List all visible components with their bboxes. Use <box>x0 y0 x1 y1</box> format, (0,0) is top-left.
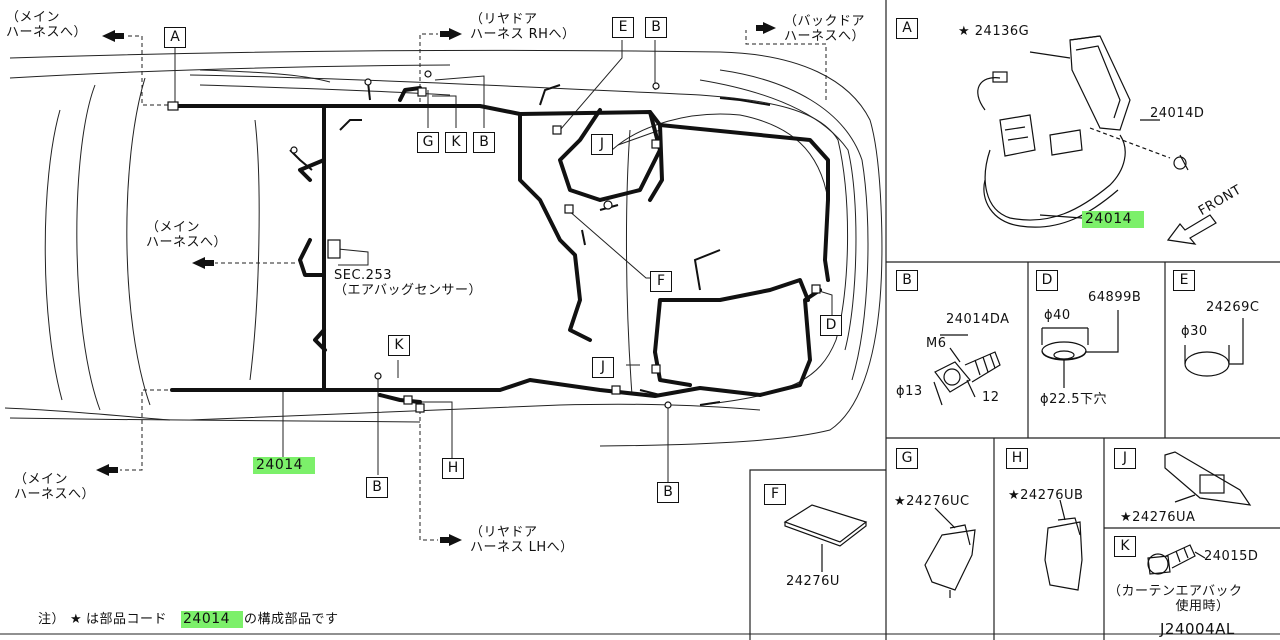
callout-e[interactable]: E <box>612 17 634 38</box>
panel-b-letter: B <box>896 270 918 291</box>
panel-e-part: 24269C <box>1206 300 1260 315</box>
callout-b-mid[interactable]: B <box>473 132 495 153</box>
panel-b-part: 24014DA <box>946 312 1010 327</box>
panel-e-diameter: ϕ30 <box>1181 324 1208 339</box>
panel-e-letter: E <box>1173 270 1195 291</box>
rear-door-lh-note: （リヤドア ハーネス LHへ） <box>470 525 574 555</box>
panel-g-part: ★24276UC <box>894 494 970 509</box>
callout-d[interactable]: D <box>820 315 842 336</box>
note-star: ★ <box>70 612 83 627</box>
panel-d-letter: D <box>1036 270 1058 291</box>
note-prefix: 注） <box>38 612 66 627</box>
main-part-label: 24014 <box>256 457 304 473</box>
panel-f-part: 24276U <box>786 574 840 589</box>
diagram-id: J24004AL <box>1160 620 1235 638</box>
callout-b-bottom-right[interactable]: B <box>657 482 679 503</box>
back-door-note: （バックドア ハーネスへ） <box>784 14 866 44</box>
panel-b-length: 12 <box>982 390 1000 405</box>
panel-b-diameter: ϕ13 <box>896 384 923 399</box>
callout-b-bottom-left[interactable]: B <box>366 477 388 498</box>
panel-g-letter: G <box>896 448 918 469</box>
panel-h-part: ★24276UB <box>1008 488 1084 503</box>
callout-g[interactable]: G <box>417 132 439 153</box>
panel-a-star-part: ★ 24136G <box>958 24 1030 39</box>
callout-k-bottom[interactable]: K <box>388 335 410 356</box>
rear-door-rh-note: （リヤドア ハーネス RHへ） <box>470 12 576 42</box>
panel-b-bolt-size: M6 <box>926 336 947 351</box>
airbag-sensor-ref: SEC.253 （エアバッグセンサー） <box>334 268 482 298</box>
callout-b-top[interactable]: B <box>645 17 667 38</box>
panel-d-hole: ϕ22.5下穴 <box>1040 392 1108 407</box>
note-text-1: は部品コード <box>86 612 168 627</box>
main-harness-note-bottom: （メイン ハーネスへ） <box>14 472 96 502</box>
note-text-2: の構成部品です <box>244 612 339 627</box>
main-harness-note-mid: （メイン ハーネスへ） <box>146 220 228 250</box>
panel-k-letter: K <box>1114 536 1136 557</box>
panel-k-part: 24015D <box>1204 549 1259 564</box>
panel-d-part: 64899B <box>1088 290 1142 305</box>
panel-d-diameter: ϕ40 <box>1044 308 1071 323</box>
panel-h-letter: H <box>1006 448 1028 469</box>
callout-j-bottom[interactable]: J <box>592 357 614 378</box>
main-harness-note-top: （メイン ハーネスへ） <box>6 10 88 40</box>
note-code: 24014 <box>183 611 231 627</box>
panel-f-letter: F <box>764 484 786 505</box>
callout-a[interactable]: A <box>164 27 186 48</box>
note-highlight <box>181 611 243 628</box>
callout-f[interactable]: F <box>650 271 672 292</box>
part-highlight <box>253 457 315 474</box>
panel-a-highlight <box>1082 211 1144 228</box>
panel-a-harness-part: 24014 <box>1085 211 1133 227</box>
panel-j-letter: J <box>1114 448 1136 469</box>
panel-j-part: ★24276UA <box>1120 510 1196 525</box>
panel-k-note: （カーテンエアバック 使用時） <box>1108 584 1243 614</box>
callout-k-top[interactable]: K <box>445 132 467 153</box>
panel-a-letter: A <box>896 18 918 39</box>
panel-a-bolt-part: 24014D <box>1150 106 1205 121</box>
callout-h[interactable]: H <box>442 458 464 479</box>
callout-j-top[interactable]: J <box>591 134 613 155</box>
